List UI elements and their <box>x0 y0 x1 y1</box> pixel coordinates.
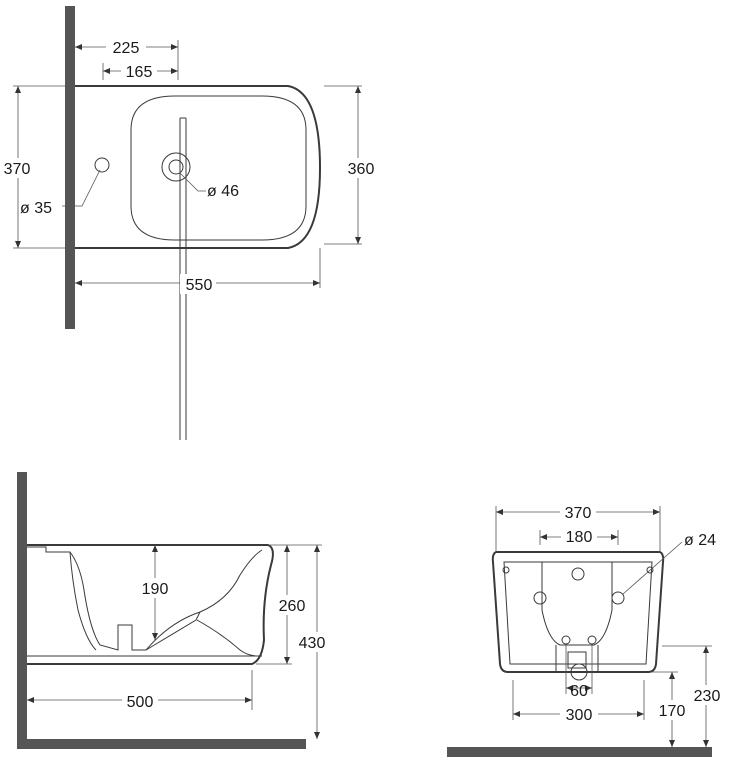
leader-d35 <box>62 169 101 207</box>
dim-label-370-top: 370 <box>4 161 31 178</box>
top-view: 225 165 370 360 550 ø 35 ø 46 <box>0 6 378 440</box>
inner-basin <box>130 95 307 241</box>
floor-side-view <box>17 739 306 749</box>
tap-hole-left <box>94 157 110 173</box>
dim-label-260: 260 <box>279 598 306 615</box>
dim-label-550: 550 <box>186 277 213 294</box>
dim-label-165: 165 <box>126 64 153 81</box>
hole-label-d24: ø 24 <box>684 532 716 549</box>
fix-hole-left <box>533 591 547 605</box>
wall-top-view <box>65 6 75 329</box>
dim-label-170: 170 <box>659 703 686 720</box>
front-inner-channel <box>541 562 613 646</box>
dim-label-430: 430 <box>299 635 326 652</box>
front-body-outline <box>491 551 665 673</box>
dim-label-225: 225 <box>113 40 140 57</box>
leader-d24 <box>622 541 683 595</box>
side-view: 190 260 430 500 <box>17 472 329 749</box>
drain-hole <box>570 663 588 681</box>
center-hole-inner <box>168 159 184 175</box>
hole-label-d35: ø 35 <box>20 200 52 217</box>
dim-label-180-value: 180 <box>566 529 593 546</box>
dim-label-60: 60 <box>570 683 588 700</box>
dim-label-500: 500 <box>127 694 154 711</box>
wall-side-view <box>17 472 27 748</box>
bidet-outline <box>75 85 322 249</box>
dim-label-300: 300 <box>566 707 593 724</box>
bowl-inner-profile <box>27 546 263 651</box>
hole-label-d46: ø 46 <box>207 183 239 200</box>
leader-d46 <box>179 172 206 192</box>
front-view: 370 ø 24 180 ø 24 60 300 170 230 <box>447 502 726 757</box>
dim-label-190: 190 <box>142 581 169 598</box>
center-hole-outer <box>161 152 191 182</box>
bowl-outline <box>27 544 274 665</box>
fix-hole-top <box>571 567 585 581</box>
dim-label-360: 360 <box>348 161 375 178</box>
fix-hole-right <box>611 591 625 605</box>
dim-label-230: 230 <box>694 688 721 705</box>
floor-front-view <box>447 747 712 757</box>
dim-label-370-front: 370 <box>565 505 592 522</box>
